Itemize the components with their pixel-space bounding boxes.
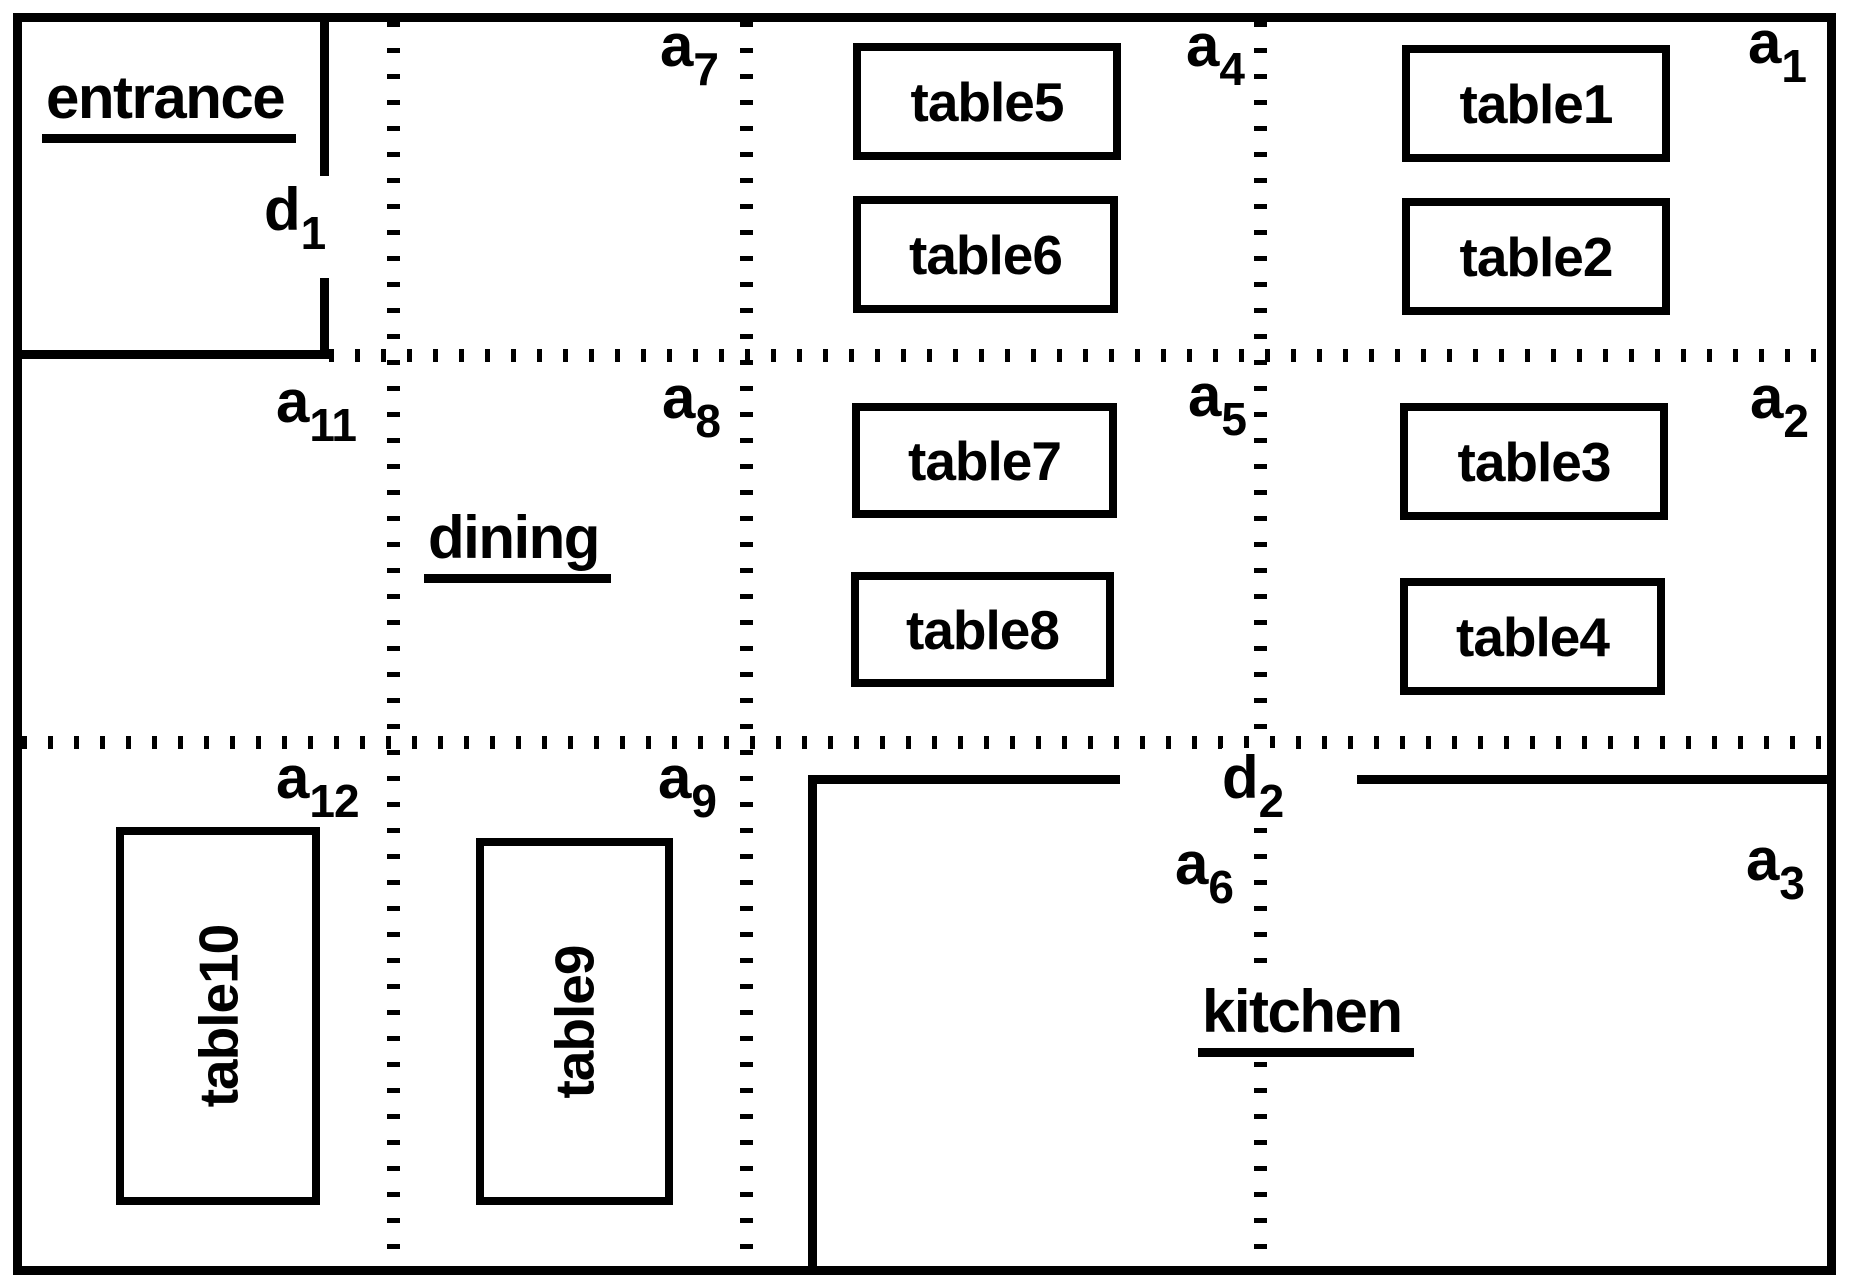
table8-label: table8 bbox=[906, 598, 1060, 661]
area-label-a8: a8 bbox=[662, 364, 721, 447]
table-table1: table1 bbox=[1402, 45, 1670, 162]
dotted-vertical-line-3 bbox=[1254, 22, 1267, 1266]
area-label-a1: a1 bbox=[1748, 9, 1807, 92]
dotted-horizontal-line-2 bbox=[22, 736, 1827, 749]
entrance-wall-upper bbox=[320, 22, 329, 176]
table3-label: table3 bbox=[1457, 430, 1612, 493]
area-label-a6: a6 bbox=[1175, 830, 1234, 913]
entrance-wall-lower bbox=[320, 278, 329, 355]
table-table3: table3 bbox=[1400, 403, 1668, 520]
dining-label-text: dining bbox=[428, 504, 600, 571]
area-label-a9: a9 bbox=[658, 744, 717, 827]
floor-plan-outer-wall bbox=[13, 13, 1836, 1275]
kitchen-label-text: kitchen bbox=[1202, 978, 1403, 1045]
table4-label: table4 bbox=[1456, 605, 1610, 668]
table-table8: table8 bbox=[851, 572, 1114, 687]
area-label-a4: a4 bbox=[1186, 12, 1245, 95]
area-label-a7: a7 bbox=[660, 12, 719, 95]
door-label-d1: d1 bbox=[264, 176, 326, 259]
dotted-vertical-line-2 bbox=[740, 22, 753, 1266]
dotted-horizontal-line-1 bbox=[329, 349, 1827, 362]
kitchen-wall-top-right bbox=[1357, 775, 1836, 784]
table-table6: table6 bbox=[853, 196, 1118, 313]
area-label-a12: a12 bbox=[276, 744, 360, 827]
entrance-label-text: entrance bbox=[46, 64, 286, 131]
table1-label: table1 bbox=[1459, 72, 1614, 135]
area-label-a5: a5 bbox=[1188, 362, 1247, 445]
table5-label: table5 bbox=[910, 70, 1065, 133]
area-label-a11: a11 bbox=[276, 368, 357, 451]
kitchen-wall-top-left bbox=[808, 775, 1120, 784]
room-label-entrance: entrance bbox=[42, 64, 297, 143]
room-label-kitchen: kitchen bbox=[1198, 980, 1414, 1057]
table-table5: table5 bbox=[853, 43, 1121, 160]
entrance-wall-bottom bbox=[13, 350, 329, 359]
table-table2: table2 bbox=[1402, 198, 1670, 315]
area-label-a3: a3 bbox=[1746, 826, 1805, 909]
room-label-dining: dining bbox=[424, 506, 611, 583]
door-label-d2: d2 bbox=[1222, 748, 1288, 828]
table2-label: table2 bbox=[1459, 225, 1614, 288]
table6-label: table6 bbox=[909, 223, 1063, 286]
table-table4: table4 bbox=[1400, 578, 1665, 695]
area-label-a2: a2 bbox=[1750, 364, 1809, 447]
table7-label: table7 bbox=[908, 429, 1062, 492]
table-table10: table10 bbox=[116, 827, 320, 1205]
table-table7: table7 bbox=[852, 403, 1117, 518]
dotted-vertical-line-1 bbox=[387, 22, 400, 1266]
table-table9: table9 bbox=[476, 838, 673, 1205]
kitchen-wall-left bbox=[808, 775, 817, 1266]
